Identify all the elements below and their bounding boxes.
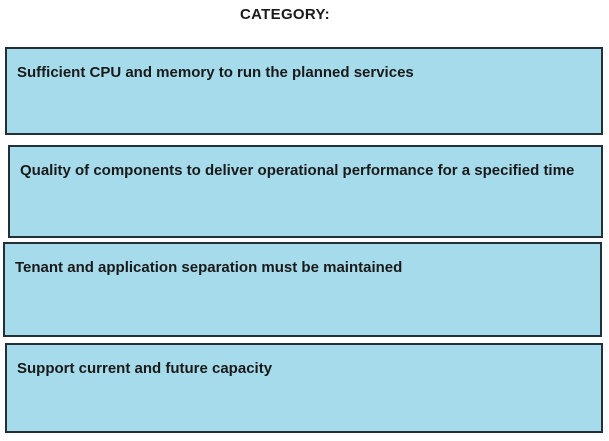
category-box-cpu-memory[interactable]: Sufficient CPU and memory to run the pla…	[5, 47, 603, 135]
category-box-tenant-separation[interactable]: Tenant and application separation must b…	[3, 242, 602, 337]
category-heading: CATEGORY:	[240, 6, 330, 23]
category-box-label: Quality of components to deliver operati…	[20, 162, 575, 179]
category-box-capacity[interactable]: Support current and future capacity	[5, 343, 603, 433]
category-box-label: Sufficient CPU and memory to run the pla…	[17, 64, 414, 81]
category-box-label: Support current and future capacity	[17, 360, 273, 377]
category-box-component-quality[interactable]: Quality of components to deliver operati…	[8, 145, 603, 238]
category-box-label: Tenant and application separation must b…	[15, 259, 403, 276]
